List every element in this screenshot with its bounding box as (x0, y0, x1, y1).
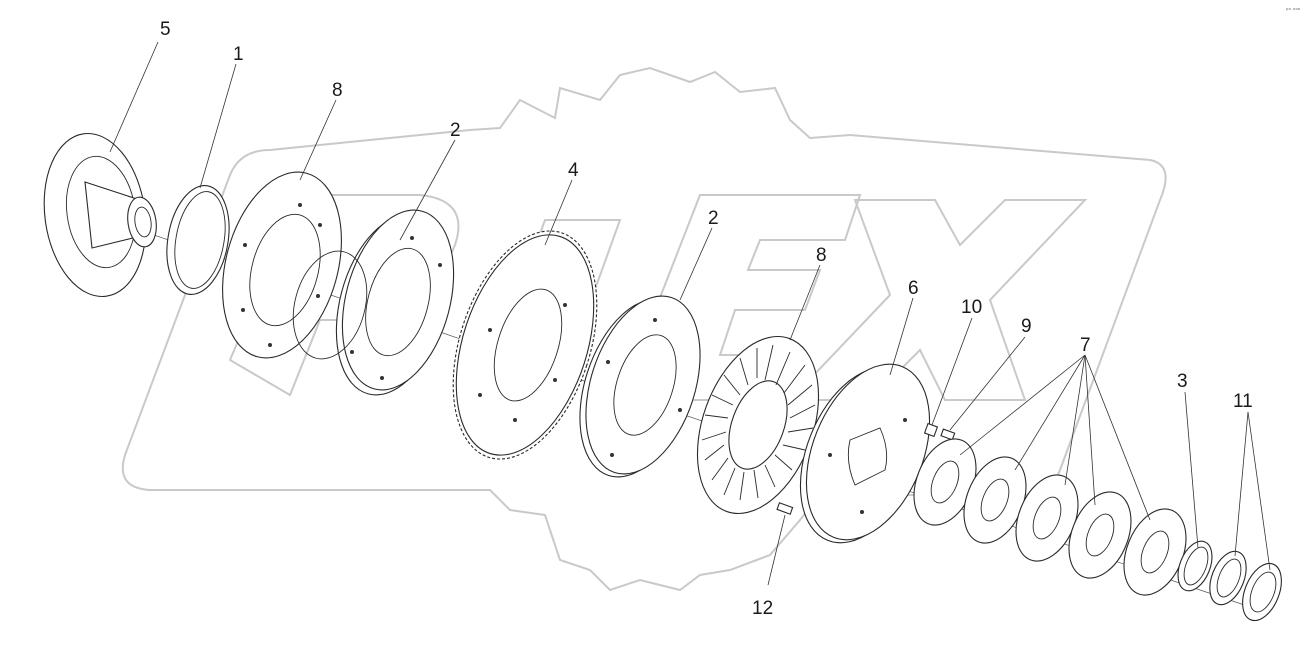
pressure-disc-2 (579, 295, 701, 478)
bolt (940, 428, 956, 441)
callout-12: 12 (752, 598, 773, 619)
lock-nut (1209, 550, 1282, 622)
spacer-ring (166, 185, 230, 295)
callout-1: 1 (233, 44, 244, 65)
pin (776, 502, 794, 515)
friction-plate (222, 171, 342, 359)
callout-9: 9 (1021, 316, 1032, 337)
callout-8: 8 (332, 80, 343, 101)
callout-4: 4 (568, 160, 579, 181)
friction-disc (696, 335, 820, 515)
pressure-disc-1 (292, 209, 455, 396)
callout-5: 5 (160, 19, 171, 40)
callout-6: 6 (908, 278, 919, 299)
callout-11: 11 (1233, 391, 1253, 412)
flange-hub (43, 132, 157, 298)
callout-10: 10 (961, 297, 982, 318)
backing-plate (799, 363, 931, 544)
spring-washers (913, 438, 1187, 596)
callout-labels: 5 1 8 2 4 2 8 6 10 9 7 3 11 12 (160, 19, 1253, 619)
nut (923, 422, 939, 438)
callout-3: 3 (1177, 371, 1188, 392)
callout-2b: 2 (708, 208, 719, 229)
leader-lines (109, 41, 1271, 586)
callout-8b: 8 (816, 245, 827, 266)
retaining-ring (1177, 540, 1213, 592)
callout-2: 2 (450, 120, 461, 141)
callout-7: 7 (1080, 335, 1091, 356)
sprocket (452, 230, 598, 460)
corner-mark: ᵖᵒ ᵒᵒᵒ (1286, 7, 1301, 14)
